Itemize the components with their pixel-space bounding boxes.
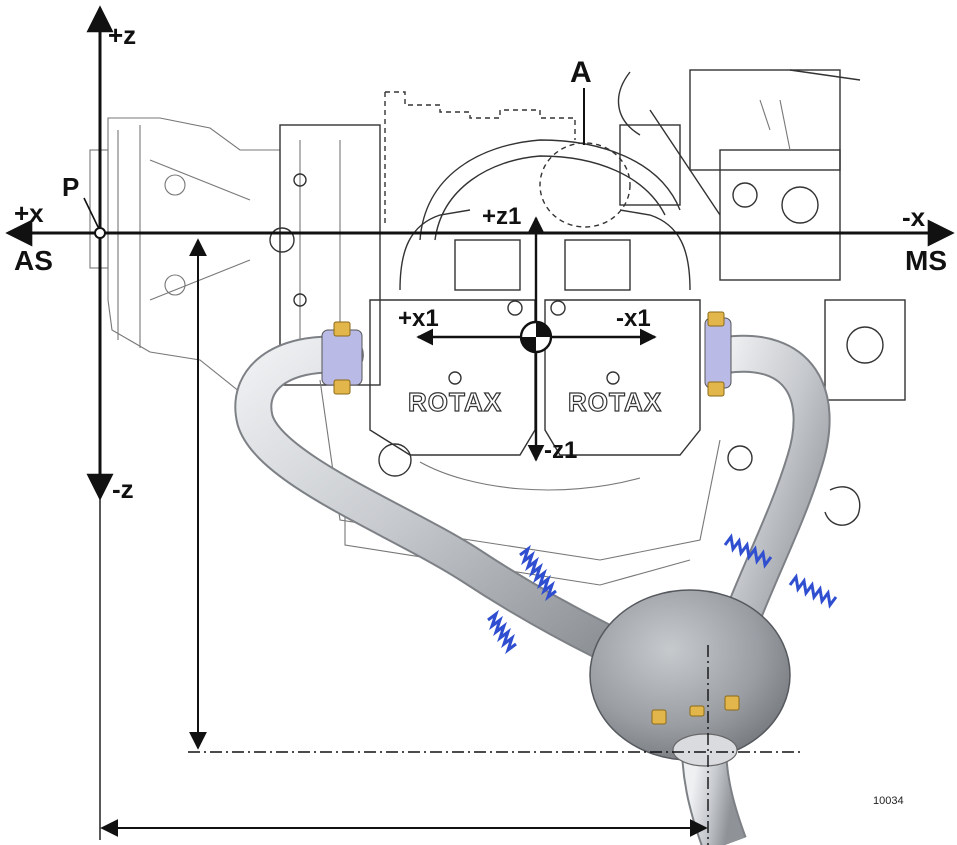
gearbox-housing — [89, 117, 281, 393]
center-of-gravity-symbol — [519, 320, 553, 354]
axis-labels: +z -z +x -x AS MS P A +z1 -z1 +x1 -x1 — [14, 20, 947, 504]
brand-markings: ROTAX ROTAX — [407, 386, 662, 417]
label-minus-z1: -z1 — [544, 437, 577, 464]
label-as: AS — [14, 245, 53, 276]
coordinate-axes — [5, 5, 955, 840]
rotax-logo-right: ROTAX — [568, 387, 662, 417]
figure-number: 10034 — [873, 795, 904, 807]
local-axes — [416, 216, 657, 462]
intake-manifold — [399, 139, 691, 291]
label-plus-x: +x — [14, 198, 44, 228]
detail-a-circle — [539, 142, 631, 228]
label-minus-x1: -x1 — [616, 305, 651, 332]
origin-point-p — [94, 227, 106, 239]
label-plus-z1: +z1 — [482, 203, 521, 230]
dashed-airbox-outline — [385, 91, 576, 140]
exhaust-system — [234, 311, 838, 845]
exhaust-springs — [487, 533, 838, 655]
muffler — [589, 589, 791, 761]
flange-nuts — [333, 311, 740, 725]
dimension-lines — [100, 88, 800, 845]
label-ms: MS — [905, 245, 947, 276]
label-plus-x1: +x1 — [398, 305, 439, 332]
exhaust-flange-right — [704, 317, 732, 389]
carburetor-assembly — [617, 69, 906, 526]
label-a: A — [570, 56, 592, 89]
label-p: P — [62, 172, 79, 202]
rotax-logo-left: ROTAX — [408, 387, 502, 417]
label-minus-z: -z — [112, 474, 134, 504]
label-minus-x: -x — [902, 202, 926, 232]
exhaust-flange-left — [321, 329, 363, 386]
label-plus-z: +z — [108, 20, 136, 50]
